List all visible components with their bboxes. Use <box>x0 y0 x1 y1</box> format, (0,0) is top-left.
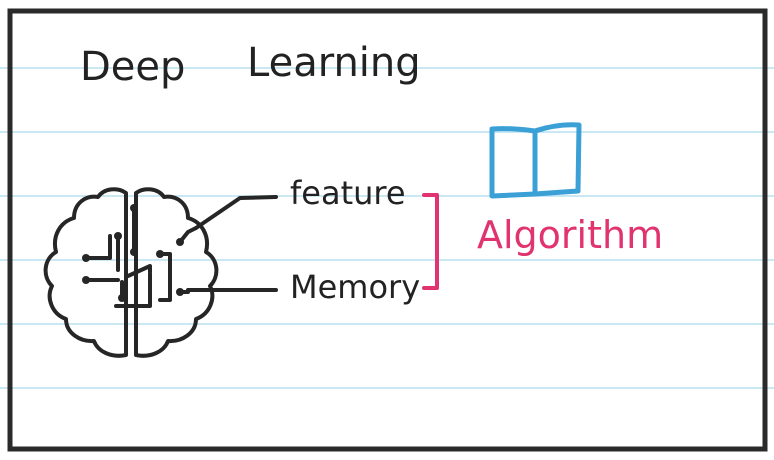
title-word-deep: Deep <box>80 44 185 90</box>
rule-lines <box>0 67 774 389</box>
brain-circuit-icon <box>43 187 219 358</box>
label-algorithm: Algorithm <box>477 213 663 257</box>
feature-connector-line <box>194 195 278 230</box>
open-book-icon <box>489 122 582 199</box>
card-border <box>7 8 768 452</box>
brain-circuit-nodes <box>82 204 184 302</box>
grouping-bracket <box>422 193 439 290</box>
label-memory: Memory <box>290 268 420 306</box>
label-feature: feature <box>290 174 406 212</box>
title-word-learning: Learning <box>247 40 421 86</box>
